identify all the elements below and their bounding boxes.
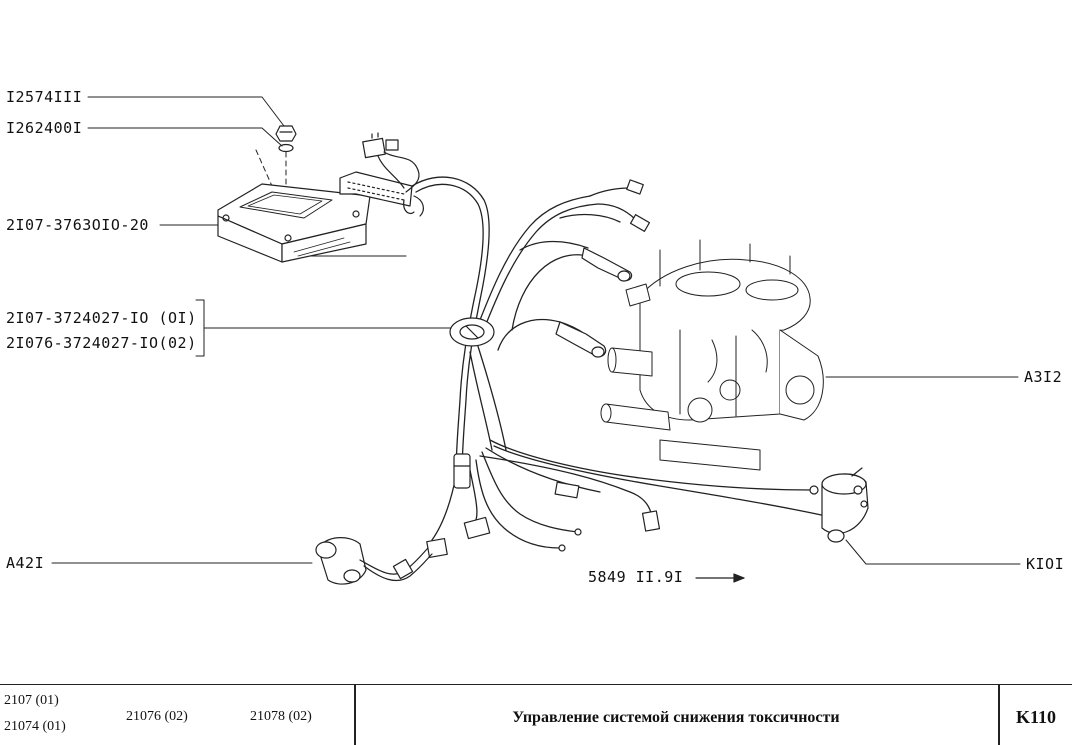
control-unit-icon <box>217 183 371 263</box>
leader-harness-bracket <box>195 299 205 357</box>
page-code: K110 <box>1015 707 1056 727</box>
callout-harness-02: 2I076-3724027-IO(02) <box>6 334 197 352</box>
wiring-harness <box>411 176 827 549</box>
arrow-icon <box>695 573 745 583</box>
callout-washer: I262400I <box>6 119 83 137</box>
leader-micro-switch <box>845 539 1021 565</box>
ecu-connector-icon <box>339 132 424 217</box>
figure-reference: 5849 II.9I <box>588 568 684 586</box>
footer: 2107 (01) 21074 (01) 21076 (02) 21078 (0… <box>0 684 1072 745</box>
nut-icon <box>275 125 297 142</box>
carburetor-icon <box>600 239 824 471</box>
callout-micro-switch: KIOI <box>1026 555 1065 573</box>
callout-control-unit: 2I07-3763OIO-20 <box>6 216 149 234</box>
callout-nut: I2574III <box>6 88 83 106</box>
page-title: Управление системой снижения токсичности <box>512 709 840 726</box>
callout-solenoid-valve: A42I <box>6 554 45 572</box>
leader-lines <box>51 96 1021 565</box>
harness-terminals <box>426 179 819 559</box>
micro-switch-icon <box>821 467 869 543</box>
model-21076: 21076 (02) <box>126 709 188 724</box>
footer-divider <box>354 685 356 745</box>
callout-carburetor: A3I2 <box>1024 368 1063 386</box>
leader-washer <box>87 127 283 147</box>
footer-divider <box>998 685 1000 745</box>
grommet-icon <box>449 317 495 347</box>
leader-nut <box>87 96 285 127</box>
model-21074: 21074 (01) <box>4 719 66 734</box>
solenoid-valve-icon <box>315 537 433 585</box>
washer-icon <box>278 143 294 153</box>
parts-diagram <box>51 96 1021 585</box>
model-21078: 21078 (02) <box>250 709 312 724</box>
model-2107: 2107 (01) <box>4 693 59 708</box>
callout-harness-01: 2I07-3724027-IO (OI) <box>6 309 197 327</box>
